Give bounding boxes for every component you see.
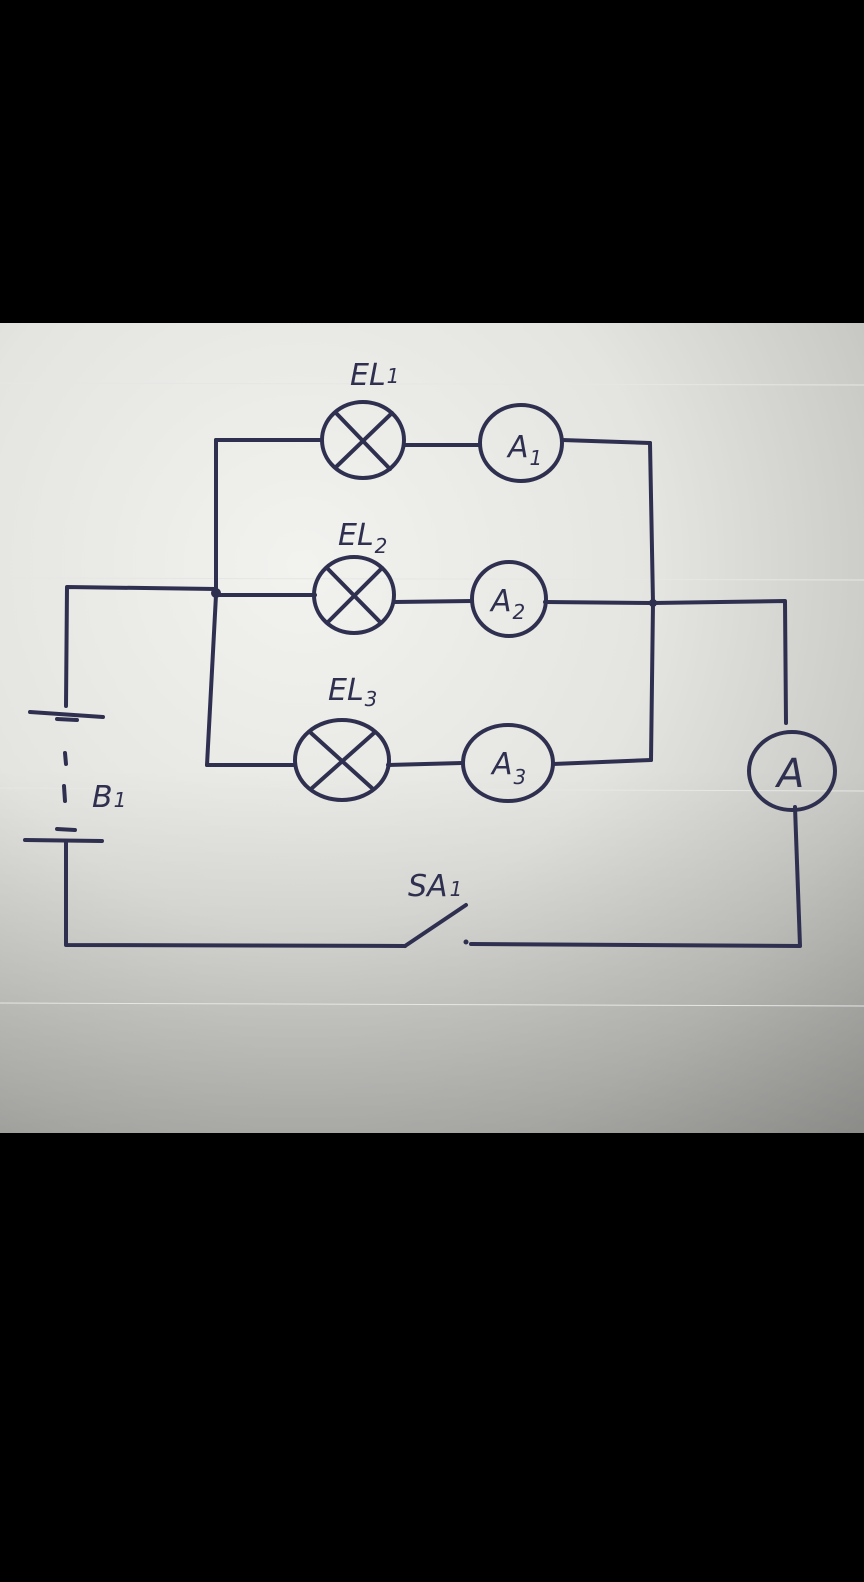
bottom-left-wire [64, 841, 407, 948]
ammeter-a3-label: A3 [490, 747, 526, 789]
lamp-el3-label: EL3 [328, 673, 377, 711]
branch-3-wire [386, 761, 464, 767]
ammeter-a3-symbol [461, 723, 555, 803]
bottom-right-wire [469, 805, 802, 948]
left-bus-bottom [205, 593, 218, 767]
battery-label: B1 [92, 780, 126, 815]
main-ammeter-label: A [774, 751, 804, 797]
junction-dot [649, 599, 657, 607]
branch-2-wire [543, 600, 655, 605]
main-ammeter-symbol [747, 730, 837, 812]
ammeter-a1-symbol [478, 403, 564, 483]
junction-dot [211, 588, 221, 598]
paper-ruling [0, 577, 864, 581]
ammeter-a2-symbol [470, 560, 548, 638]
paper-ruling [0, 382, 864, 386]
lamp-el1-symbol [320, 400, 406, 480]
lamp-el2-symbol [312, 555, 396, 635]
branch-3-wire [551, 758, 653, 766]
ammeter-top-wire [651, 599, 788, 725]
paper-ruling [0, 787, 864, 792]
lamp-el1-label: EL1 [350, 358, 399, 393]
paper-ruling [0, 1002, 864, 1007]
lamp-el2-label: EL2 [338, 518, 387, 558]
switch-symbol [403, 903, 469, 948]
paper-background [0, 323, 864, 1133]
battery-symbol [23, 710, 105, 843]
branch-1-wire [560, 438, 652, 445]
ammeter-a2-label: A2 [489, 584, 525, 624]
branch-2-wire [392, 599, 474, 604]
lamp-el3-symbol [293, 718, 391, 802]
battery-top-wire [64, 585, 218, 708]
ammeter-a1-label: A1 [506, 430, 542, 470]
